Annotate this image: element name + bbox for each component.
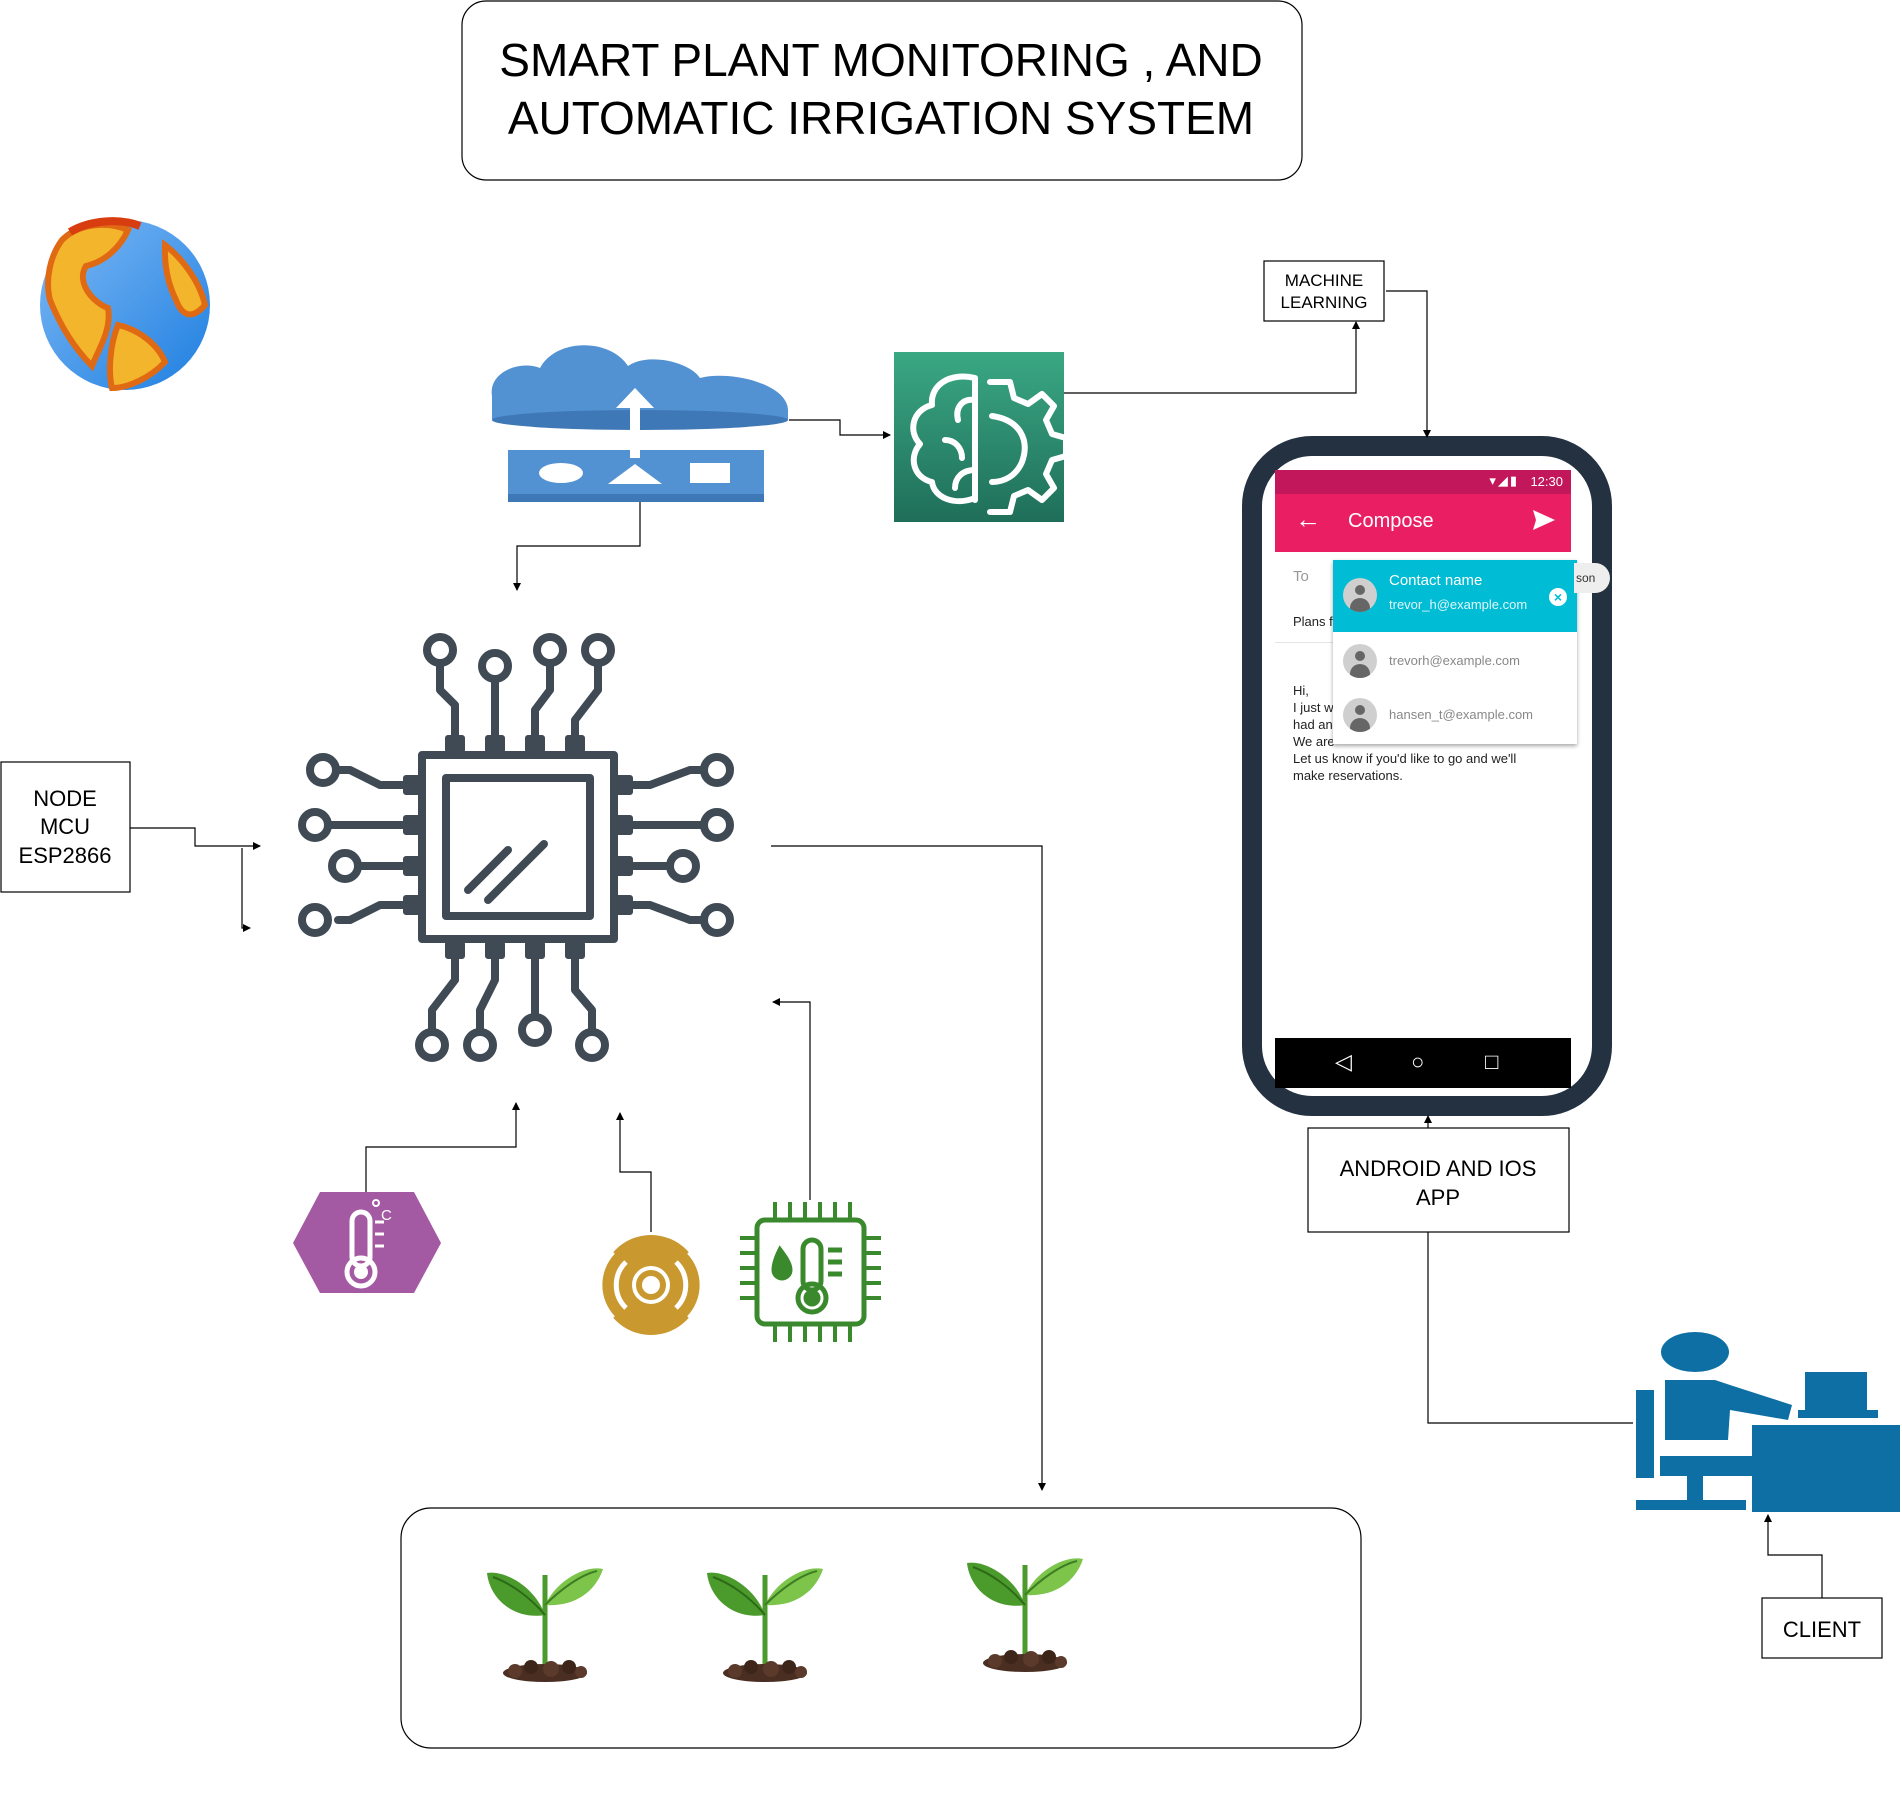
plant-bed xyxy=(400,1507,1362,1749)
connector-lines xyxy=(130,290,1823,1598)
svg-text:C: C xyxy=(381,1207,392,1224)
nav-home-icon[interactable]: ○ xyxy=(1411,1049,1425,1074)
contact-email: trevorh@example.com xyxy=(1389,653,1520,668)
to-label: To xyxy=(1293,568,1309,585)
contact-name: Contact name xyxy=(1389,572,1483,589)
client-label-text: CLIENT xyxy=(1783,1617,1861,1642)
android-nav-bar: ◁ ○ □ xyxy=(1275,1038,1571,1088)
avatar-icon xyxy=(1343,698,1377,732)
recipient-chip[interactable]: son xyxy=(1574,563,1610,593)
signal-battery-icon: ▾◢▮ xyxy=(1489,473,1519,488)
phone-frame xyxy=(1242,436,1612,1116)
machine-learning-line-1: MACHINE xyxy=(1285,271,1363,290)
nav-back-icon[interactable]: ◁ xyxy=(1335,1049,1352,1074)
contact-suggestion[interactable]: hansen_t@example.com xyxy=(1333,688,1577,742)
humidity-sensor-icon xyxy=(740,1202,881,1342)
node-mcu-line-1: NODE xyxy=(33,786,97,811)
node-mcu-line-3: ESP2866 xyxy=(19,843,112,868)
title-line-2: AUTOMATIC IRRIGATION SYSTEM xyxy=(508,92,1254,144)
back-arrow-icon[interactable]: ← xyxy=(1295,504,1321,534)
temperature-sensor-icon: C xyxy=(293,1192,441,1293)
contact-suggestion-selected[interactable]: Contact name trevor_h@example.com × xyxy=(1333,560,1577,632)
client-label: CLIENT xyxy=(1761,1597,1883,1659)
contact-email: hansen_t@example.com xyxy=(1389,707,1533,722)
app-label: ANDROID AND IOS APP xyxy=(1307,1127,1570,1233)
body-line: make reservations. xyxy=(1293,768,1403,783)
node-mcu-line-2: MCU xyxy=(40,814,90,839)
microchip-icon xyxy=(298,633,734,1062)
compose-title: Compose xyxy=(1348,510,1434,532)
contact-dropdown: Contact name trevor_h@example.com × trev… xyxy=(1333,560,1577,744)
node-mcu-label: NODE MCU ESP2866 xyxy=(0,761,131,893)
app-line-1: ANDROID AND IOS xyxy=(1340,1156,1537,1181)
send-icon[interactable] xyxy=(1531,507,1557,538)
body-line: I just w xyxy=(1293,700,1334,715)
plant-icon xyxy=(967,1558,1083,1672)
plant-icon xyxy=(707,1568,823,1682)
machine-learning-label: MACHINE LEARNING xyxy=(1263,260,1385,322)
body-line: Hi, xyxy=(1293,683,1309,698)
plant-icon xyxy=(487,1568,603,1682)
status-time: 12:30 xyxy=(1530,474,1563,489)
client-desk-icon xyxy=(1636,1332,1900,1512)
title-line-1: SMART PLANT MONITORING , AND xyxy=(499,34,1262,86)
subject-text: Plans f xyxy=(1293,614,1333,629)
machine-learning-brain-icon xyxy=(894,352,1069,522)
cloud-router-icon xyxy=(491,345,789,502)
app-line-2: APP xyxy=(1416,1185,1460,1210)
contact-email: trevor_h@example.com xyxy=(1389,597,1528,612)
body-line: Let us know if you'd like to go and we'l… xyxy=(1293,751,1517,766)
avatar-icon xyxy=(1343,644,1377,678)
globe-icon xyxy=(40,217,210,392)
contact-suggestion[interactable]: trevorh@example.com xyxy=(1333,634,1577,688)
nav-recents-icon[interactable]: □ xyxy=(1485,1049,1499,1074)
sound-sensor-icon xyxy=(597,1235,705,1335)
compose-appbar: ← Compose xyxy=(1275,494,1571,552)
machine-learning-line-2: LEARNING xyxy=(1281,293,1368,312)
body-line: We are xyxy=(1293,734,1335,749)
clear-icon[interactable]: × xyxy=(1549,588,1567,606)
status-bar: ▾◢▮ 12:30 xyxy=(1275,470,1571,494)
avatar-icon xyxy=(1343,578,1377,612)
title-box: SMART PLANT MONITORING , AND AUTOMATIC I… xyxy=(461,0,1303,181)
message-body[interactable]: Hi, I just w had an We are Let us know i… xyxy=(1293,682,1563,784)
body-line: had an xyxy=(1293,717,1333,732)
